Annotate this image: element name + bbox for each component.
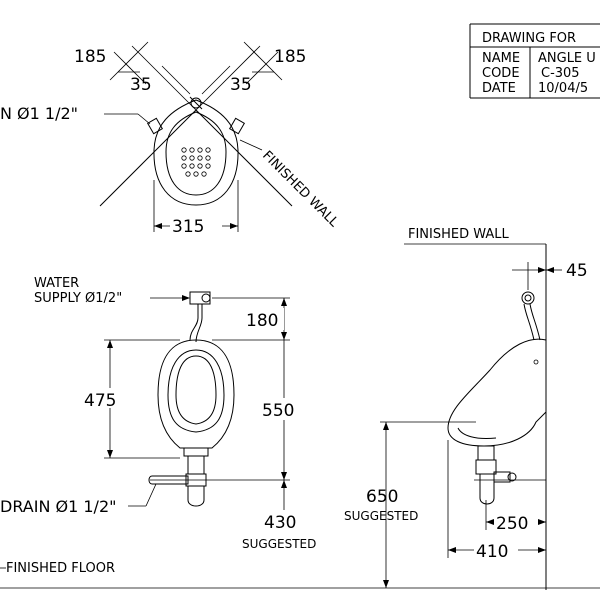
top-view: 185 185 35 35 N Ø1 1/2" FINISHED WALL: [0, 41, 342, 237]
finished-floor-label: FINISHED FLOOR: [6, 561, 115, 576]
side-view: FINISHED WALL 45 650 SUGGESTED: [344, 227, 588, 590]
front-view: WATER SUPPLY Ø1/2" 475: [0, 276, 600, 589]
dim-410: 410: [476, 542, 508, 562]
front-suggested: SUGGESTED: [242, 537, 316, 551]
dim-width-315: 315: [172, 217, 204, 237]
water-supply-line2: SUPPLY Ø1/2": [34, 291, 122, 306]
dim-right-185: 185: [274, 47, 306, 67]
water-supply-line1: WATER: [34, 276, 79, 291]
dim-475: 475: [84, 391, 116, 411]
top-finished-wall: FINISHED WALL: [259, 148, 341, 230]
dim-250: 250: [496, 514, 528, 534]
title-row-name-value: ANGLE U: [538, 51, 596, 66]
title-row-code-value: C-305: [541, 66, 580, 81]
top-drain-label: N Ø1 1/2": [0, 104, 78, 123]
title-row-date-value: 10/04/5: [538, 81, 588, 96]
title-row-code-label: CODE: [482, 66, 520, 81]
front-drain-label: DRAIN Ø1 1/2": [0, 497, 116, 516]
dim-left-35: 35: [130, 75, 152, 95]
dim-left-185: 185: [74, 47, 106, 67]
drain-holes: [181, 147, 211, 177]
side-finished-wall: FINISHED WALL: [408, 227, 510, 242]
dim-45: 45: [566, 261, 588, 281]
dim-430: 430: [264, 513, 296, 533]
title-row-date-label: DATE: [482, 81, 516, 96]
dim-right-35: 35: [230, 75, 252, 95]
side-suggested: SUGGESTED: [344, 509, 418, 523]
dim-550: 550: [262, 401, 294, 421]
dim-180: 180: [246, 311, 278, 331]
title-row-name-label: NAME: [482, 51, 520, 66]
title-block-header: DRAWING FOR: [482, 31, 576, 46]
title-block: DRAWING FOR NAME ANGLE U CODE C-305 DATE…: [469, 23, 600, 99]
dim-650: 650: [366, 487, 398, 507]
